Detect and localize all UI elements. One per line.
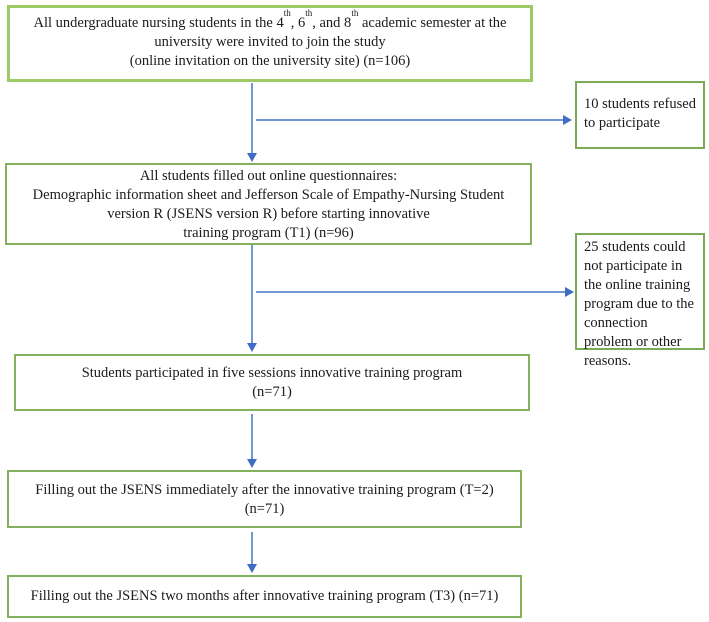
arrow-head-dropout-branch: [565, 287, 574, 297]
flow-box-refused: 10 students refused to participate: [575, 81, 705, 149]
posttest-line-2: (n=71): [244, 501, 285, 517]
arrow-head-invited-to-questionnaires: [247, 153, 257, 162]
arrow-line-refused-branch: [256, 119, 564, 121]
questionnaires-line-1: All students filled out online questionn…: [139, 168, 398, 184]
flow-box-dropout: 25 students could not participate in the…: [575, 233, 705, 369]
flow-box-followup: Filling out the JSENS two months after i…: [7, 575, 522, 618]
dropout-text: 25 students could not participate in the…: [584, 239, 694, 369]
arrow-line-posttest-to-followup: [251, 532, 253, 565]
flow-box-questionnaires: All students filled out online questionn…: [5, 163, 532, 245]
flow-box-posttest: Filling out the JSENS immediately after …: [7, 470, 522, 528]
invited-line-1: All undergraduate nursing students in th…: [33, 8, 507, 31]
questionnaires-line-2: Demographic information sheet and Jeffer…: [32, 187, 505, 203]
refused-text: 10 students refused to participate: [584, 96, 696, 131]
arrow-line-dropout-branch: [256, 291, 566, 293]
arrow-head-posttest-to-followup: [247, 564, 257, 573]
followup-line-1: Filling out the JSENS two months after i…: [30, 588, 499, 604]
arrow-line-invited-to-questionnaires: [251, 83, 253, 154]
arrow-head-sessions-to-posttest: [247, 459, 257, 468]
arrow-head-questionnaires-to-sessions: [247, 343, 257, 352]
sessions-line-2: (n=71): [252, 384, 292, 400]
invited-line-2: university were invited to join the stud…: [154, 34, 386, 50]
arrow-head-refused-branch: [563, 115, 572, 125]
flow-box-sessions: Students participated in five sessions i…: [14, 354, 530, 411]
flow-box-invited: All undergraduate nursing students in th…: [7, 5, 533, 82]
arrow-line-sessions-to-posttest: [251, 414, 253, 460]
questionnaires-line-3: version R (JSENS version R) before start…: [107, 206, 430, 222]
posttest-line-1: Filling out the JSENS immediately after …: [35, 482, 494, 498]
arrow-line-questionnaires-to-sessions: [251, 245, 253, 344]
invited-line-3: (online invitation on the university sit…: [129, 53, 411, 69]
questionnaires-line-4: training program (T1) (n=96): [183, 225, 354, 241]
sessions-line-1: Students participated in five sessions i…: [81, 365, 463, 381]
